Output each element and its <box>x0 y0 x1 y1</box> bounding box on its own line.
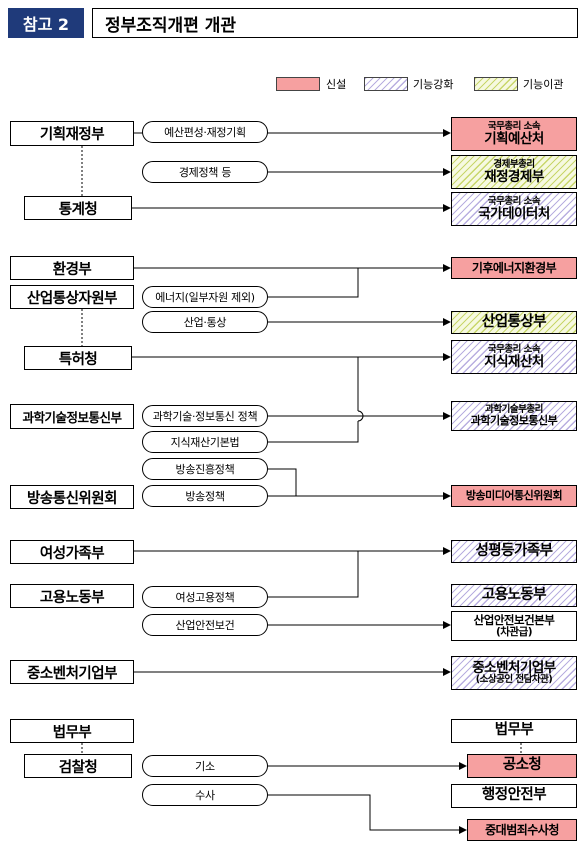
legend-swatch-strengthen <box>364 77 408 91</box>
result-labor-main: 고용노동부 <box>481 586 547 603</box>
result-media-comm: 방송미디어통신위원회 <box>451 485 577 507</box>
result-finance-economy: 경제부총리 재정경제부 <box>451 155 577 189</box>
result-media-comm-main: 방송미디어통신위원회 <box>465 489 563 503</box>
func-budget: 예산편성·재정기획 <box>142 121 268 143</box>
result-ip-office: 국무총리 소속 지식재산처 <box>451 340 577 374</box>
org-environment: 환경부 <box>10 256 134 280</box>
result-climate-energy-main: 기후에너지환경부 <box>471 260 557 275</box>
result-safety-hq-sub: (차관급) <box>495 625 533 638</box>
org-kcc: 방송통신위원회 <box>10 485 134 509</box>
legend-swatch-new <box>276 77 320 91</box>
func-industrial-safety: 산업안전보건 <box>142 614 268 636</box>
result-budget-office-sub: 국무총리 소속 <box>487 120 541 132</box>
func-indictment: 기소 <box>142 755 268 777</box>
result-finance-economy-main: 재정경제부 <box>484 168 544 185</box>
result-national-data: 국무총리 소속 국가데이터처 <box>451 192 577 226</box>
line-women-employment <box>268 551 359 598</box>
result-labor: 고용노동부 <box>451 584 577 607</box>
result-gender-equality: 성평등가족부 <box>451 540 577 563</box>
func-women-employment: 여성고용정책 <box>142 586 268 608</box>
func-science-policy: 과학기술·정보통신 정책 <box>142 405 268 427</box>
func-ip-law: 지식재산기본법 <box>142 431 268 453</box>
func-economic-policy: 경제정책 등 <box>142 161 268 183</box>
result-msit-main: 과학기술정보통신부 <box>470 414 558 428</box>
result-national-data-sub: 국무총리 소속 <box>487 195 541 207</box>
result-ip-office-sub: 국무총리 소속 <box>487 343 541 355</box>
org-labor: 고용노동부 <box>10 584 134 608</box>
result-serious-crime-main: 중대범죄수사청 <box>485 822 559 837</box>
line-energy <box>268 268 359 298</box>
legend-swatch-transfer <box>474 77 518 91</box>
line-iplaw-lower <box>268 421 359 443</box>
arrow-investigation <box>268 794 467 834</box>
result-interior-safety: 행정안전부 <box>451 784 577 808</box>
result-indictment-office: 공소청 <box>467 754 577 778</box>
result-climate-energy: 기후에너지환경부 <box>451 257 577 279</box>
org-patent: 특허청 <box>24 346 132 370</box>
org-gender-family: 여성가족부 <box>10 540 134 564</box>
result-indictment-office-main: 공소청 <box>502 757 542 774</box>
result-gender-equality-main: 성평등가족부 <box>475 542 553 559</box>
result-sme: 중소벤처기업부 (소상공인 전담차관) <box>451 656 577 690</box>
result-budget-office: 국무총리 소속 기획예산처 <box>451 117 577 151</box>
line-promotion <box>268 468 297 496</box>
legend-label-new: 신설 <box>326 78 347 91</box>
page-title: 정부조직개편 개관 <box>92 8 578 38</box>
result-sme-sub: (소상공인 전담차관) <box>475 674 553 686</box>
legend-label-transfer: 기능이관 <box>523 78 564 91</box>
result-msit-sub: 과학기술부총리 <box>485 404 543 416</box>
org-trade-industry: 산업통상자원부 <box>10 285 134 309</box>
result-finance-economy-sub: 경제부총리 <box>493 158 535 170</box>
result-interior-safety-main: 행정안전부 <box>481 787 547 804</box>
result-justice: 법무부 <box>451 719 577 743</box>
result-trade-industry-main: 산업통상부 <box>481 313 547 330</box>
org-sme: 중소벤처기업부 <box>10 660 134 684</box>
result-serious-crime: 중대범죄수사청 <box>467 819 577 841</box>
result-safety-hq: 산업안전보건본부 (차관급) <box>451 611 577 641</box>
org-prosecution: 검찰청 <box>24 754 132 778</box>
result-ip-office-main: 지식재산처 <box>484 353 544 370</box>
func-broadcast-policy: 방송정책 <box>142 485 268 507</box>
result-sme-main: 중소벤처기업부 <box>472 659 556 676</box>
section-tag: 참고 2 <box>8 8 84 38</box>
result-trade-industry: 산업통상부 <box>451 311 577 334</box>
result-justice-main: 법무부 <box>494 722 534 739</box>
func-trade: 산업·통상 <box>142 311 268 333</box>
func-energy: 에너지(일부자원 제외) <box>142 286 268 308</box>
result-national-data-main: 국가데이터처 <box>478 205 550 222</box>
result-budget-office-main: 기획예산처 <box>484 130 544 147</box>
result-safety-hq-main: 산업안전보건본부 <box>473 613 555 628</box>
org-moef: 기획재정부 <box>10 121 134 146</box>
legend-label-strengthen: 기능강화 <box>413 78 454 91</box>
org-justice: 법무부 <box>10 719 134 743</box>
result-msit: 과학기술부총리 과학기술정보통신부 <box>451 401 577 431</box>
org-statistics: 통계청 <box>24 196 132 220</box>
func-investigation: 수사 <box>142 784 268 806</box>
org-msit: 과학기술정보통신부 <box>10 404 134 429</box>
func-broadcast-promotion: 방송진흥정책 <box>142 458 268 480</box>
